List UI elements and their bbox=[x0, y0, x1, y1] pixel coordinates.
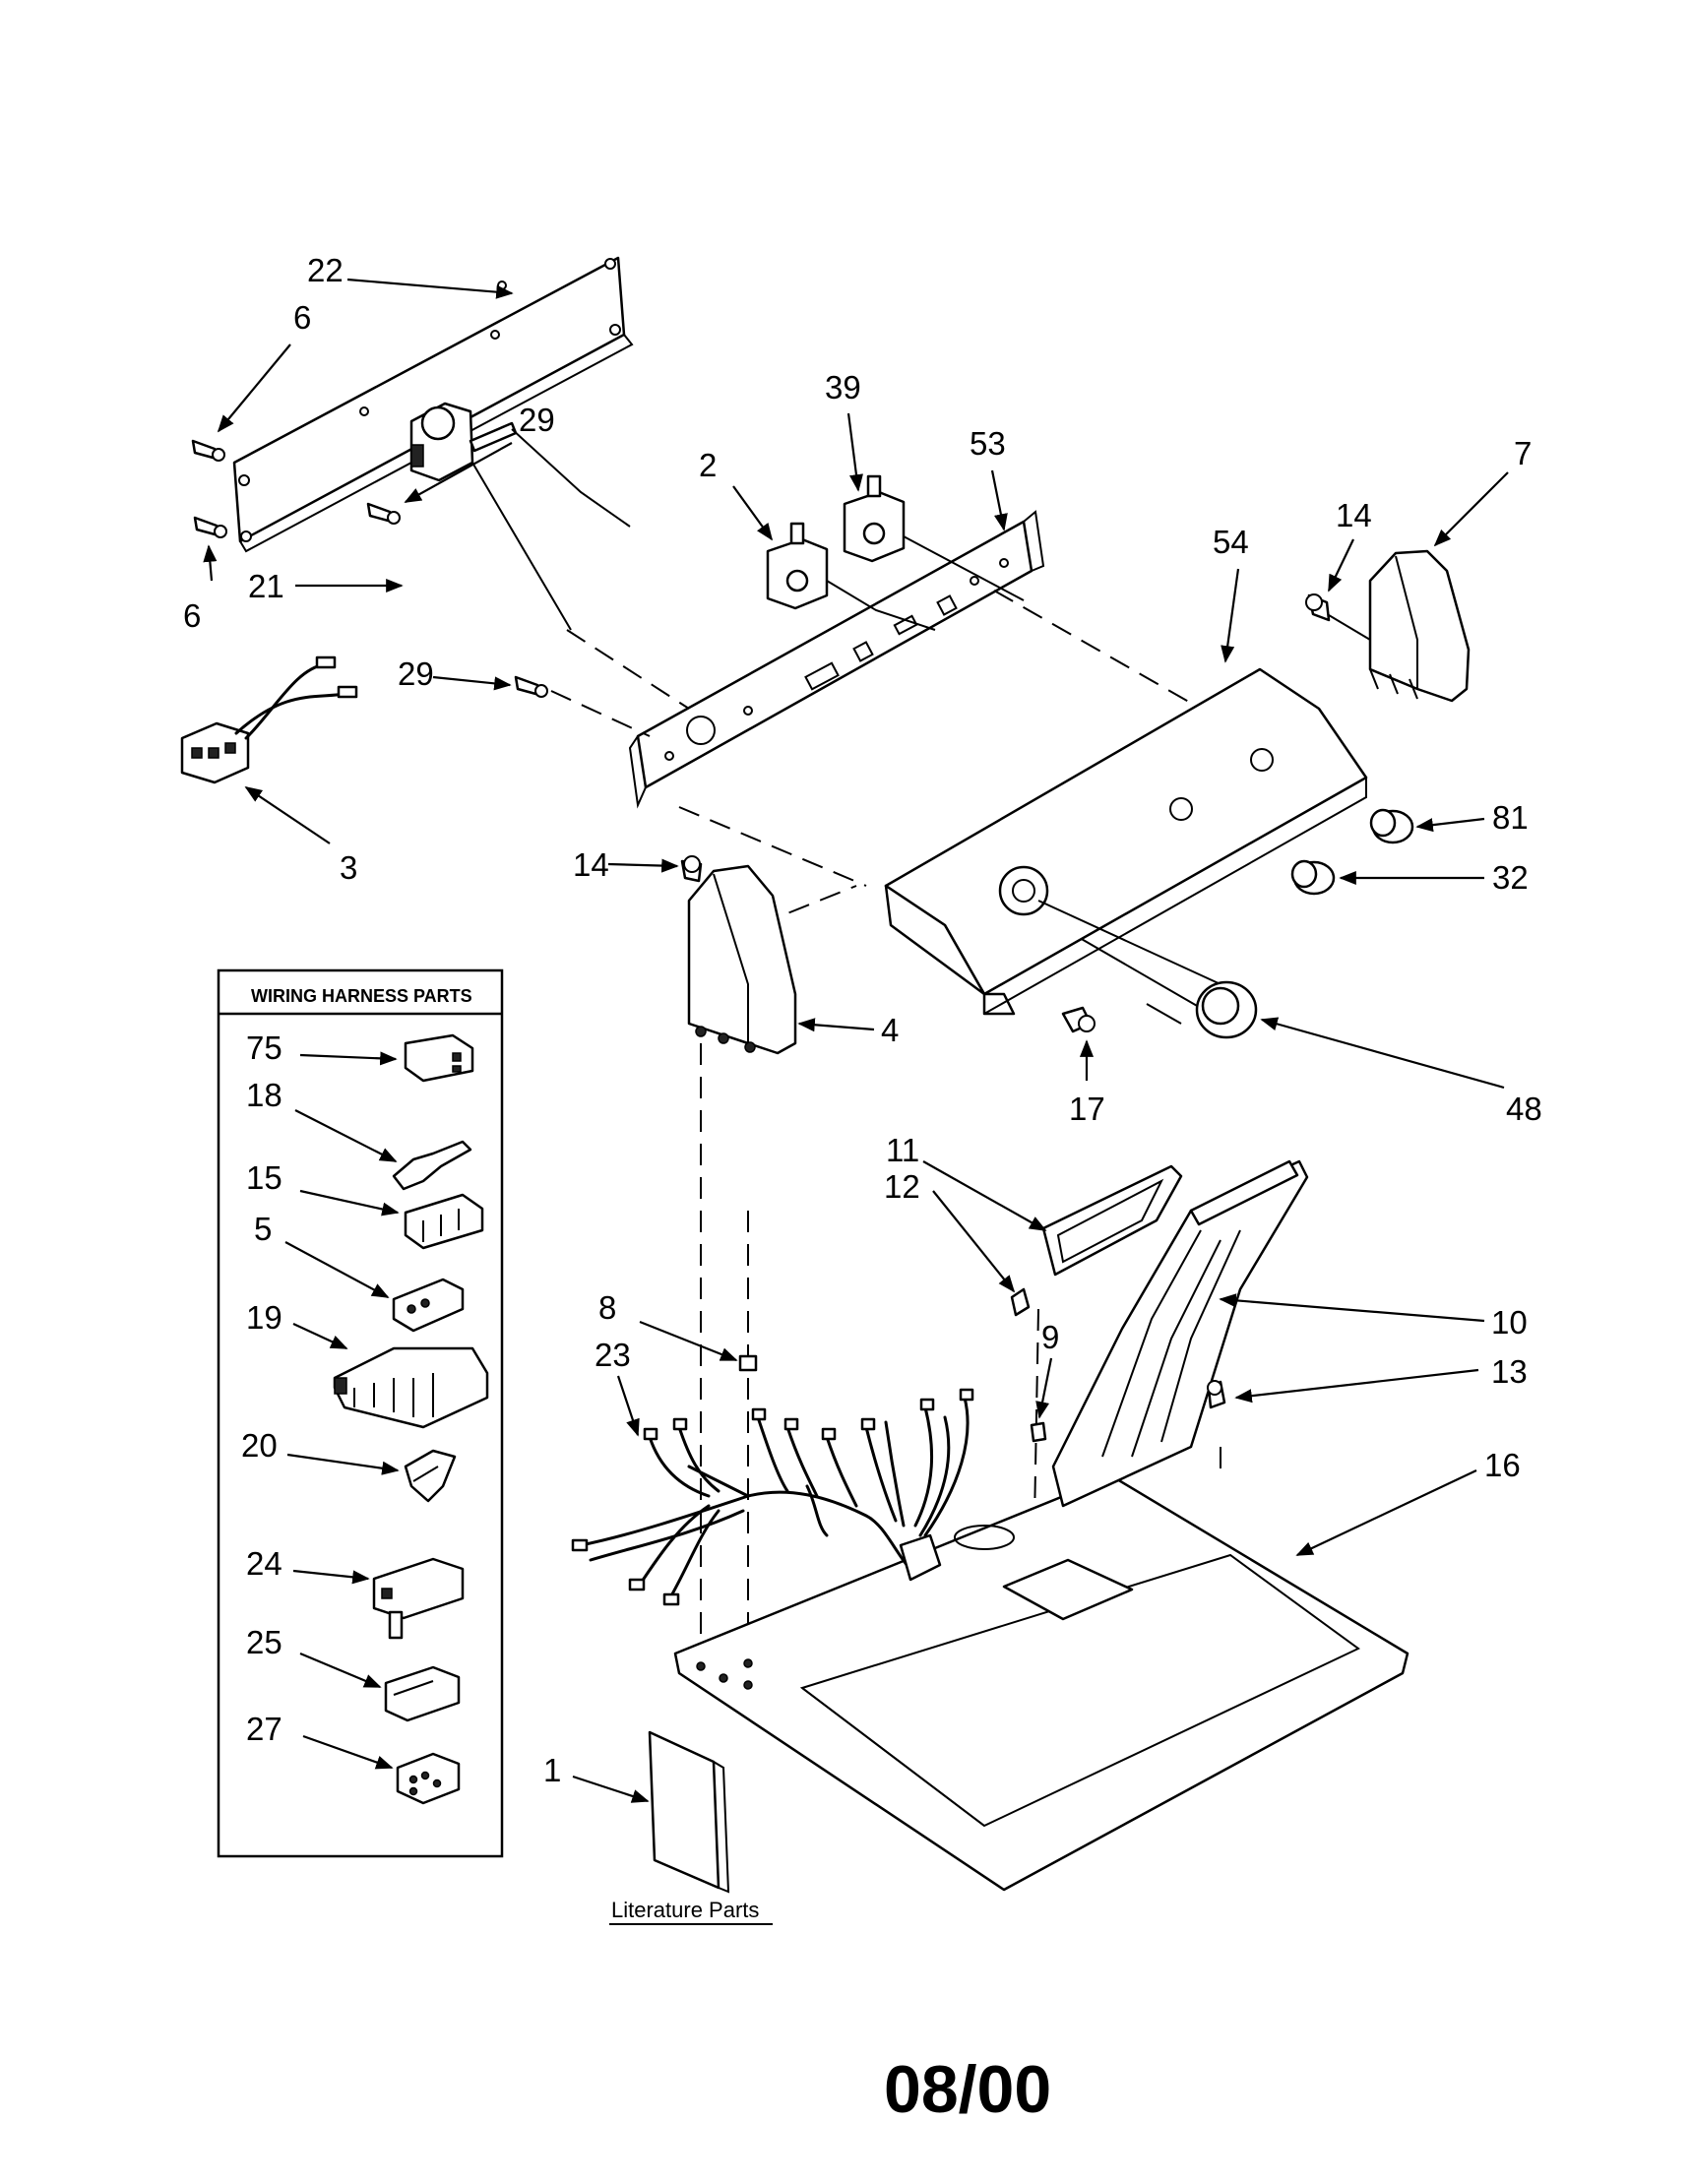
callout-labels: 22 6 29 21 6 29 3 2 39 53 54 7 14 81 32 … bbox=[183, 252, 1542, 1788]
clip-part-20 bbox=[404, 1449, 457, 1503]
callout-10: 10 bbox=[1491, 1304, 1528, 1341]
callout-13: 13 bbox=[1491, 1353, 1528, 1390]
callout-6-lower: 6 bbox=[183, 597, 201, 634]
screw-part-9 bbox=[1030, 1421, 1047, 1443]
end-cap-part-7 bbox=[1368, 549, 1471, 703]
callout-23: 23 bbox=[595, 1337, 631, 1373]
knob-part-48 bbox=[1195, 980, 1258, 1039]
callout-27: 27 bbox=[246, 1711, 282, 1747]
callout-17: 17 bbox=[1069, 1091, 1105, 1127]
callout-1: 1 bbox=[543, 1752, 561, 1788]
callout-25: 25 bbox=[246, 1624, 282, 1660]
screw-part-17 bbox=[1061, 1006, 1096, 1033]
callout-3: 3 bbox=[340, 849, 357, 886]
terminal-part-18 bbox=[392, 1140, 472, 1191]
switch-part-2 bbox=[766, 522, 936, 631]
timer-part-21 bbox=[409, 402, 631, 631]
callout-48: 48 bbox=[1506, 1091, 1542, 1127]
clip-part-8 bbox=[738, 1354, 758, 1372]
wiring-harness-part-23 bbox=[571, 1388, 974, 1606]
callout-6-upper: 6 bbox=[293, 299, 311, 336]
lint-screen-part-11 bbox=[1041, 1164, 1183, 1277]
callout-81: 81 bbox=[1492, 799, 1529, 836]
console-frame-part-53 bbox=[628, 510, 1045, 809]
callout-4: 4 bbox=[881, 1012, 899, 1048]
screw-part-14-upper bbox=[1305, 593, 1371, 641]
callout-32: 32 bbox=[1492, 859, 1529, 896]
top-panel-part-16 bbox=[673, 1474, 1409, 1892]
callout-8: 8 bbox=[598, 1289, 616, 1326]
screw-part-29-lower bbox=[514, 675, 548, 698]
callout-22: 22 bbox=[307, 252, 344, 288]
callout-20: 20 bbox=[241, 1427, 278, 1464]
literature-parts-label: Literature Parts bbox=[611, 1898, 759, 1922]
callout-14-lower: 14 bbox=[573, 846, 609, 883]
screw-part-29-upper bbox=[366, 502, 401, 525]
housing-part-24 bbox=[372, 1557, 465, 1640]
wiring-harness-parts-box: WIRING HARNESS PARTS bbox=[217, 968, 504, 1858]
literature-part-1 bbox=[648, 1730, 730, 1894]
callout-14-upper: 14 bbox=[1336, 497, 1372, 533]
leader-lines bbox=[203, 278, 1509, 1803]
screw-part-13 bbox=[1207, 1380, 1226, 1409]
connector-part-15 bbox=[404, 1193, 484, 1250]
callout-21: 21 bbox=[248, 568, 284, 604]
connector-block-part-19 bbox=[333, 1346, 489, 1429]
callout-54: 54 bbox=[1213, 524, 1249, 560]
callout-11: 11 bbox=[886, 1132, 919, 1168]
callout-16: 16 bbox=[1484, 1447, 1521, 1483]
callout-18: 18 bbox=[246, 1077, 282, 1113]
callout-15: 15 bbox=[246, 1159, 282, 1196]
callout-9: 9 bbox=[1041, 1319, 1059, 1355]
callout-5: 5 bbox=[254, 1211, 272, 1247]
callout-39: 39 bbox=[825, 369, 861, 406]
callout-7: 7 bbox=[1514, 435, 1532, 471]
end-cap-part-4 bbox=[687, 864, 797, 1055]
lint-filter-housing-part-10 bbox=[1051, 1159, 1309, 1508]
connector-part-25 bbox=[384, 1665, 461, 1722]
screw-part-6-upper bbox=[191, 439, 225, 462]
callout-24: 24 bbox=[246, 1545, 282, 1582]
callout-53: 53 bbox=[970, 425, 1006, 462]
callout-29-upper: 29 bbox=[519, 402, 555, 438]
housing-part-5 bbox=[392, 1278, 465, 1333]
knob-part-32 bbox=[1290, 859, 1336, 896]
callout-19: 19 bbox=[246, 1299, 282, 1336]
callout-2: 2 bbox=[699, 447, 717, 483]
screw-part-6-lower bbox=[193, 516, 227, 538]
callout-12: 12 bbox=[884, 1168, 920, 1205]
knob-part-81 bbox=[1369, 808, 1414, 844]
connector-part-3 bbox=[180, 655, 358, 784]
clip-part-12 bbox=[1010, 1287, 1031, 1317]
screw-part-14-lower bbox=[680, 855, 703, 883]
callout-75: 75 bbox=[246, 1030, 282, 1066]
connector-part-75 bbox=[404, 1033, 474, 1083]
callout-29-lower: 29 bbox=[398, 655, 434, 692]
switch-part-39 bbox=[843, 474, 1025, 601]
console-panel-part-54 bbox=[884, 667, 1368, 1016]
connector-part-27 bbox=[396, 1752, 461, 1805]
date-code: 08/00 bbox=[884, 2052, 1051, 2127]
harness-box-title: WIRING HARNESS PARTS bbox=[251, 986, 472, 1006]
